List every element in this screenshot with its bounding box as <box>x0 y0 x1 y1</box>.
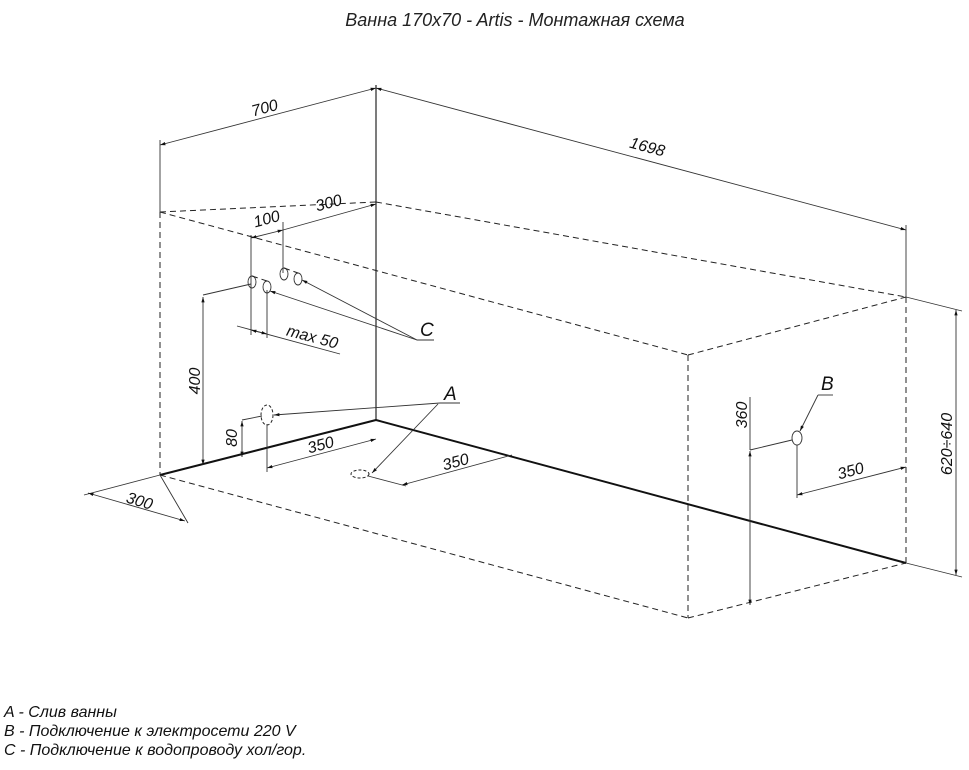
dimension-height: 620÷640 <box>905 296 963 578</box>
svg-text:400: 400 <box>187 368 204 395</box>
svg-text:350: 350 <box>441 451 471 474</box>
drain-a: 80 350 350 A <box>224 384 513 487</box>
dimension-width: 700 <box>159 87 377 212</box>
marker-b: B <box>821 374 834 395</box>
power-connection-b: B 360 350 <box>734 374 907 605</box>
hot-pipe-icon <box>279 267 289 281</box>
diagram-title: Ванна 170x70 - Artis - Монтажная схема <box>345 10 684 30</box>
svg-text:80: 80 <box>224 429 241 447</box>
wall-drain-icon <box>260 404 274 426</box>
power-outlet-icon <box>791 430 803 446</box>
dimension-length: 1698 <box>375 87 907 297</box>
svg-text:300: 300 <box>314 192 344 215</box>
legend-item-a: A - Слив ванны <box>4 704 117 721</box>
svg-text:300: 300 <box>124 490 155 514</box>
legend-item-c: C - Подключение к водопроводу хол/гор. <box>4 742 307 759</box>
legend-item-b: B - Подключение к электросети 220 V <box>4 723 296 740</box>
marker-a: A <box>443 384 457 405</box>
dimension-floor-offset: 300 <box>83 474 189 524</box>
cold-pipe-icon <box>247 275 257 289</box>
svg-text:max 50: max 50 <box>285 323 340 353</box>
svg-text:100: 100 <box>252 208 282 231</box>
svg-text:700: 700 <box>250 97 280 120</box>
svg-text:350: 350 <box>836 460 866 483</box>
water-connection-c: 100 300 max 50 400 C <box>187 192 434 465</box>
svg-text:350: 350 <box>306 434 336 457</box>
floor-drain-icon <box>350 469 370 479</box>
legend: A - Слив ванны B - Подключение к электро… <box>4 703 306 760</box>
bathtub-box <box>159 85 907 619</box>
marker-c: C <box>420 320 434 341</box>
svg-text:620÷640: 620÷640 <box>939 413 956 475</box>
svg-text:360: 360 <box>734 402 751 429</box>
